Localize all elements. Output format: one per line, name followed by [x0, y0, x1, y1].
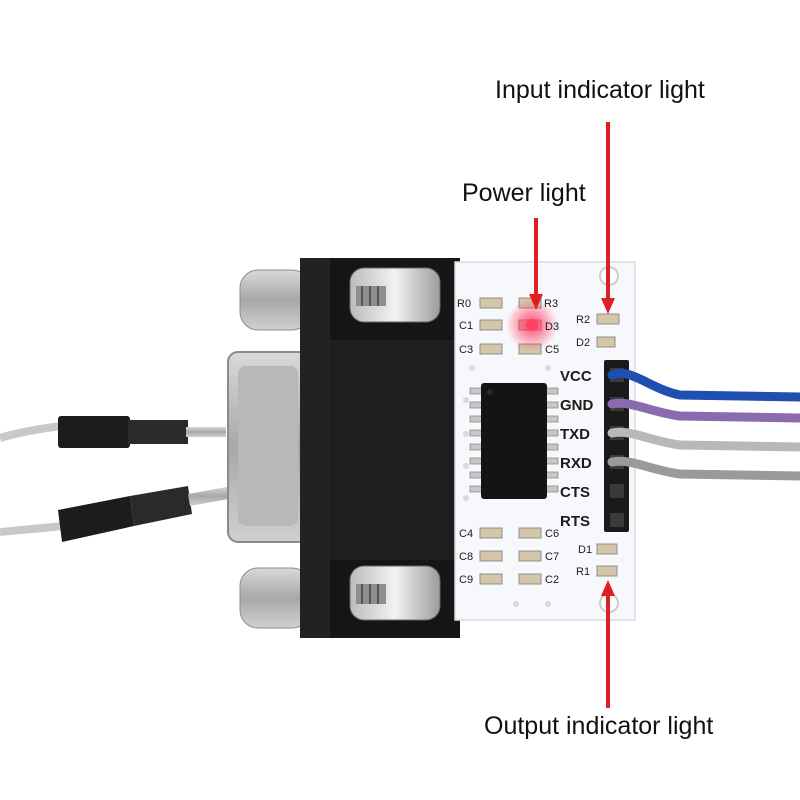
- pin-label-vcc: VCC: [560, 368, 592, 385]
- label-r3: R3: [544, 298, 558, 310]
- pcb-board: R0 R3 C1 D3 C3 C5 R2 D2 C4 C6 C8 C7 C9 C…: [454, 261, 636, 621]
- chip-pin-left: [469, 415, 483, 423]
- chip-pin-right: [545, 443, 559, 451]
- label-c4: C4: [459, 528, 473, 540]
- label-d1: D1: [578, 544, 592, 556]
- wire: [607, 427, 800, 452]
- label-r2: R2: [576, 314, 590, 326]
- label-r0: R0: [457, 298, 471, 310]
- label-r1: R1: [576, 566, 590, 578]
- chip-pin-left: [469, 457, 483, 465]
- label-c2: C2: [545, 574, 559, 586]
- pin-label-rxd: RXD: [560, 455, 592, 472]
- chip-pin-right: [545, 485, 559, 493]
- top-screw: [349, 267, 441, 323]
- jumper-cables-left: [0, 416, 234, 542]
- bottom-screw: [349, 565, 441, 621]
- label-c7: C7: [545, 551, 559, 563]
- wire: [607, 456, 800, 481]
- wire: [607, 398, 800, 423]
- label-d3: D3: [545, 321, 559, 333]
- output-indicator-callout: Output indicator light: [484, 712, 714, 740]
- wire: [607, 368, 800, 402]
- header-pin: [610, 484, 624, 498]
- chip-pin-left: [469, 485, 483, 493]
- chip-pin-left: [469, 443, 483, 451]
- input-indicator-callout: Input indicator light: [495, 76, 705, 104]
- label-c1: C1: [459, 320, 473, 332]
- chip-pin-right: [545, 415, 559, 423]
- db9-connector: [227, 258, 460, 638]
- label-c5: C5: [545, 344, 559, 356]
- chip-pin-left: [469, 387, 483, 395]
- pin-label-rts: RTS: [560, 513, 590, 530]
- ic-chip: [469, 383, 559, 499]
- callout-lines: [529, 122, 615, 708]
- power-light-callout: Power light: [462, 179, 586, 207]
- power-led: [526, 319, 538, 331]
- pin-label-cts: CTS: [560, 484, 590, 501]
- chip-pin-right: [545, 471, 559, 479]
- chip-pin-left: [469, 401, 483, 409]
- chip-pin-right: [545, 401, 559, 409]
- chip-pin-left: [469, 471, 483, 479]
- label-c8: C8: [459, 551, 473, 563]
- chip-pin-right: [545, 387, 559, 395]
- label-c9: C9: [459, 574, 473, 586]
- header-pin: [610, 513, 624, 527]
- pin-label-gnd: GND: [560, 397, 594, 414]
- chip-pin-left: [469, 429, 483, 437]
- chip-pin-right: [545, 429, 559, 437]
- label-c6: C6: [545, 528, 559, 540]
- pin-label-txd: TXD: [560, 426, 590, 443]
- pin-header: [604, 360, 629, 532]
- label-c3: C3: [459, 344, 473, 356]
- chip-pin-right: [545, 457, 559, 465]
- colored-wires: [607, 368, 800, 481]
- label-d2: D2: [576, 337, 590, 349]
